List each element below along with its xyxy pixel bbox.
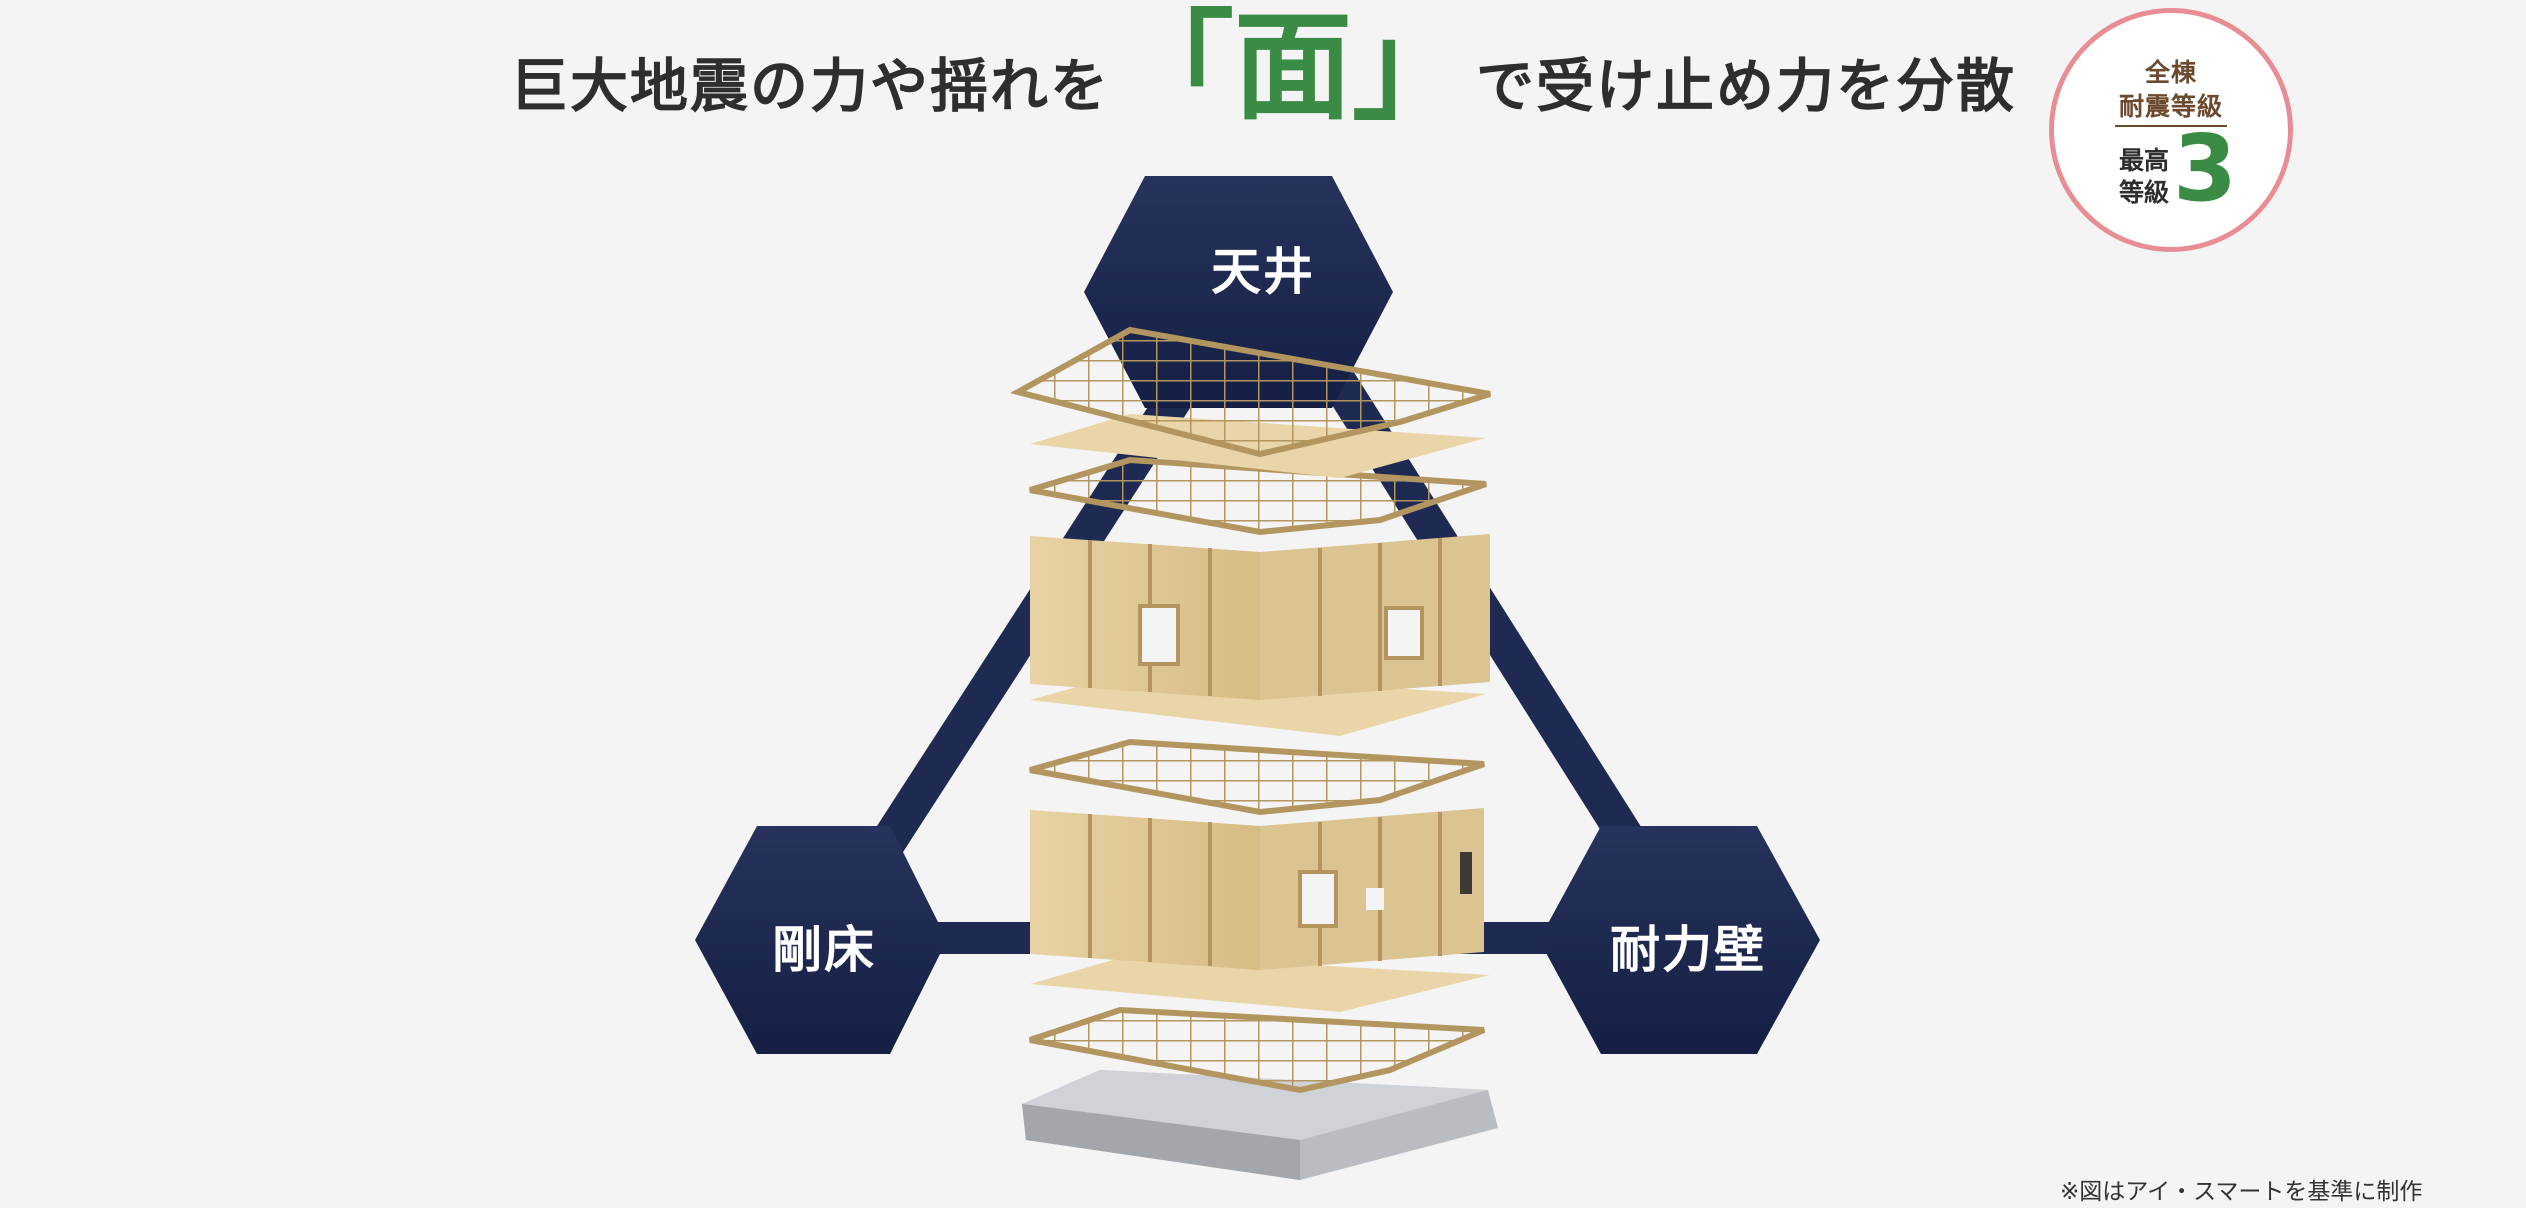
first-floor-window [1298, 870, 1338, 928]
seismic-grade-badge: 全棟 耐震等級 最高 等級 3 [2049, 8, 2293, 252]
badge-line-seismic-grade: 耐震等級 [2118, 92, 2223, 121]
second-floor-ceiling-joists [1029, 456, 1487, 536]
first-floor-wall-left [1030, 810, 1260, 970]
node-label-ceiling: 天井 [1211, 243, 1315, 301]
hexagon-bearing-wall [1539, 826, 1820, 1054]
badge-sub-grade: 等級 [2118, 178, 2169, 207]
headline: 巨大地震の力や揺れを 「面」 で受け止め力を分散 [0, 6, 2526, 156]
footnote: ※図はアイ・スマートを基準に制作 [2060, 1179, 2423, 1205]
roof-truss-grid [1009, 326, 1491, 458]
first-floor-ceiling-joists [1029, 738, 1485, 816]
node-label-bearing-wall: 耐力壁 [1610, 921, 1766, 979]
badge-divider [2115, 125, 2227, 127]
headline-text-before: 巨大地震の力や揺れを [509, 52, 1110, 120]
badge-grade-number: 3 [2173, 115, 2238, 222]
badge-sub-highest: 最高 [2118, 146, 2169, 175]
first-floor-panel [1030, 955, 1490, 1012]
second-floor-window [1138, 604, 1180, 666]
node-label-rigid-floor: 剛床 [772, 921, 876, 979]
badge-line-all-buildings: 全棟 [2144, 58, 2197, 87]
house-exploded-illustration [1009, 326, 1498, 1180]
second-floor-wall-right [1260, 534, 1490, 700]
headline-text-after: で受け止め力を分散 [1476, 52, 2017, 120]
headline-accent: 「面」 [1115, 0, 1470, 136]
ground-joist-grid [1029, 1006, 1486, 1094]
hexagon-rigid-floor [695, 826, 947, 1054]
badge-sub-label: 最高 等級 [2114, 145, 2174, 209]
